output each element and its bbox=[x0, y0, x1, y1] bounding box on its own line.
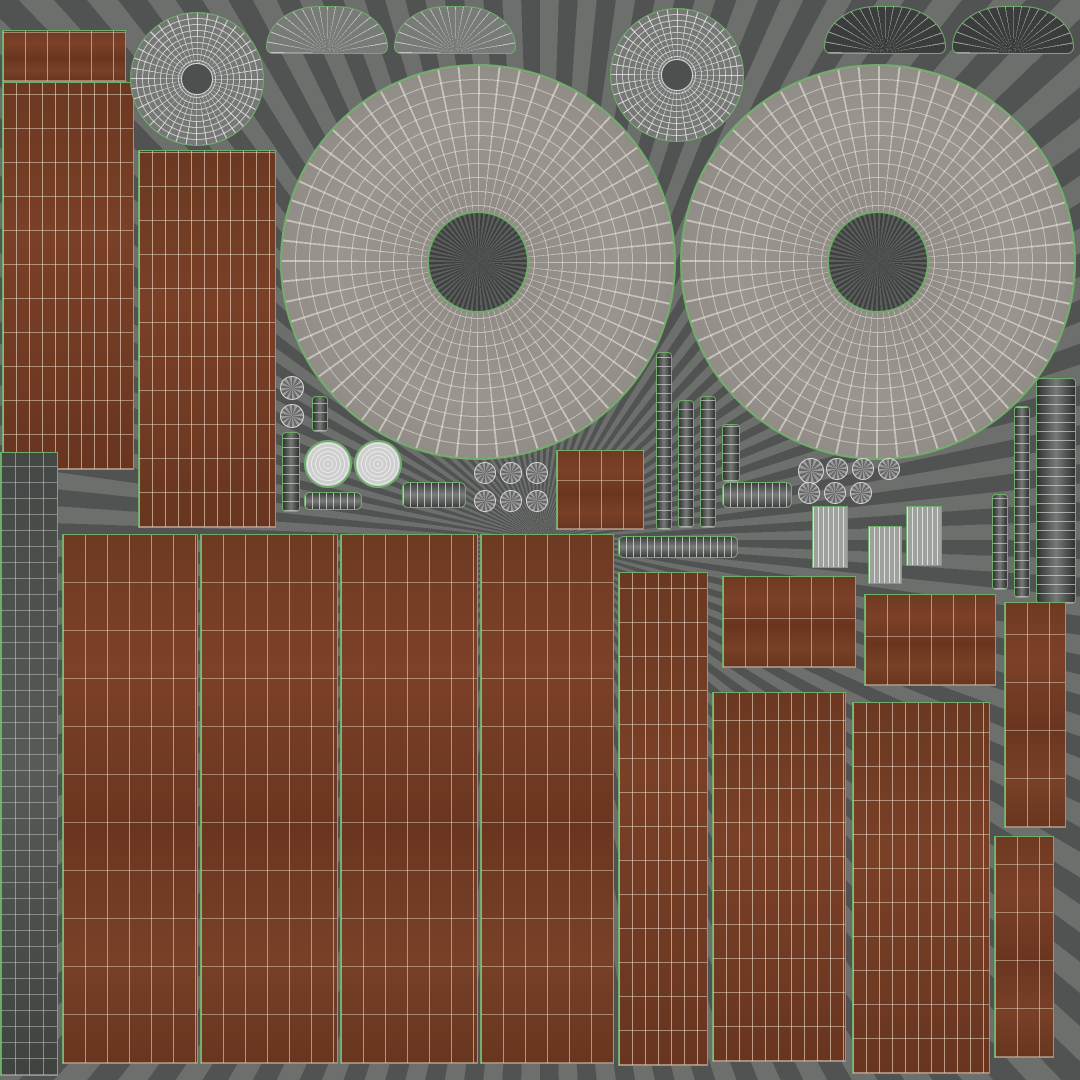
washer-icon bbox=[304, 440, 352, 488]
bolt-icon bbox=[280, 404, 304, 428]
bolt-icon bbox=[850, 482, 872, 504]
plate-icon bbox=[906, 506, 942, 566]
wood-plank-island-second bbox=[138, 150, 276, 528]
pipe-uv-icon bbox=[304, 492, 362, 510]
pipe-uv-icon bbox=[402, 482, 466, 508]
bolt-icon bbox=[280, 376, 304, 400]
wood-plank-island-left-top bbox=[2, 82, 134, 470]
wood-plank-island bbox=[852, 702, 990, 1074]
pipe-uv-icon bbox=[618, 536, 738, 558]
bolt-icon bbox=[852, 458, 874, 480]
pipe-uv-icon bbox=[312, 396, 328, 432]
dome-cap-uv-icon bbox=[824, 6, 946, 54]
dome-cap-uv-icon bbox=[266, 6, 388, 54]
washer-icon bbox=[354, 440, 402, 488]
bolt-icon bbox=[798, 458, 824, 484]
bolt-icon bbox=[500, 462, 522, 484]
wood-plank-island-narrow bbox=[1004, 602, 1066, 828]
bolt-icon bbox=[826, 458, 848, 480]
bolt-icon bbox=[798, 482, 820, 504]
bolt-icon bbox=[526, 462, 548, 484]
pipe-uv-icon bbox=[1014, 406, 1030, 598]
wood-plank-island bbox=[340, 534, 478, 1064]
bolt-icon bbox=[474, 490, 496, 512]
pipe-uv-icon bbox=[700, 396, 716, 528]
concrete-ring-uv-icon bbox=[280, 64, 676, 460]
pipe-uv-icon bbox=[678, 400, 694, 528]
bolt-icon bbox=[500, 490, 522, 512]
wood-block-island bbox=[722, 576, 856, 668]
wood-plank-island bbox=[62, 534, 198, 1064]
wood-plank-island bbox=[618, 572, 708, 1066]
bolt-icon bbox=[474, 462, 496, 484]
pipe-uv-icon bbox=[282, 432, 300, 512]
pipe-uv-icon bbox=[656, 352, 672, 530]
dome-cap-uv-icon bbox=[952, 6, 1074, 54]
pipe-uv-icon bbox=[722, 482, 792, 508]
bolt-icon bbox=[824, 482, 846, 504]
concrete-ring-uv-icon bbox=[680, 64, 1076, 460]
wood-plank-island bbox=[480, 534, 614, 1064]
bolt-icon bbox=[526, 490, 548, 512]
grey-strip-island bbox=[0, 452, 58, 1076]
wood-block-island-small bbox=[556, 450, 644, 530]
wood-plank-island-narrow bbox=[994, 836, 1054, 1058]
bolt-head-uv-icon bbox=[610, 8, 744, 142]
wood-plank-island bbox=[200, 534, 338, 1064]
bolt-icon bbox=[878, 458, 900, 480]
wood-block-island bbox=[864, 594, 996, 686]
pipe-uv-icon bbox=[992, 494, 1008, 590]
pipe-uv-icon bbox=[722, 424, 740, 482]
pipe-uv-icon bbox=[1036, 378, 1076, 604]
plate-icon bbox=[812, 506, 848, 568]
dome-cap-uv-icon bbox=[394, 6, 516, 54]
plate-icon bbox=[868, 526, 902, 584]
bolt-head-uv-icon bbox=[130, 12, 264, 146]
wood-header-island bbox=[2, 30, 126, 82]
wood-plank-island bbox=[712, 692, 846, 1062]
